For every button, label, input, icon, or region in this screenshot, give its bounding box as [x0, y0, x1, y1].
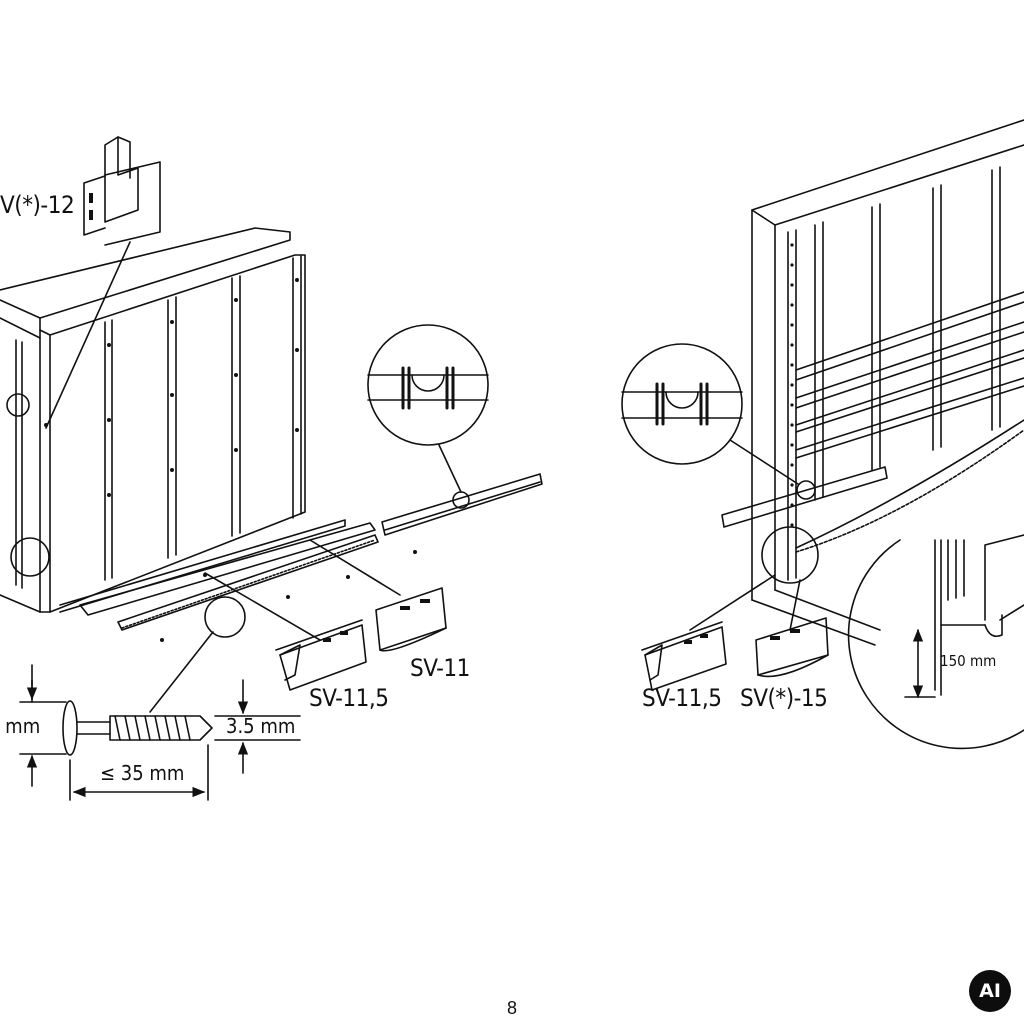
page-number: 8 [506, 998, 517, 1018]
ai-badge: AI [969, 970, 1011, 1012]
right-starter-strip-label: SV-11,5 [642, 684, 722, 712]
right-extracted-parts [641, 617, 829, 691]
channel-label: SV(*)-15 [740, 684, 828, 712]
corner-post-part [45, 136, 161, 429]
right-wall-assembly [621, 119, 1024, 750]
screw-shank-dimension: 3.5 mm [226, 714, 296, 738]
corner-post-label: V(*)-12 [0, 191, 75, 219]
screw-length-dimension: ≤ 35 mm [100, 761, 185, 785]
left-wall-assembly [0, 227, 306, 613]
left-extracted-parts [204, 539, 447, 691]
screw-head-dimension: 8 mm [0, 714, 41, 738]
screw-detail [19, 596, 301, 801]
j-channel-label: SV-11 [410, 654, 470, 682]
left-starter-strips [59, 324, 543, 642]
clearance-dimension: 150 mm [940, 652, 997, 670]
left-starter-strip-label: SV-11,5 [309, 684, 389, 712]
